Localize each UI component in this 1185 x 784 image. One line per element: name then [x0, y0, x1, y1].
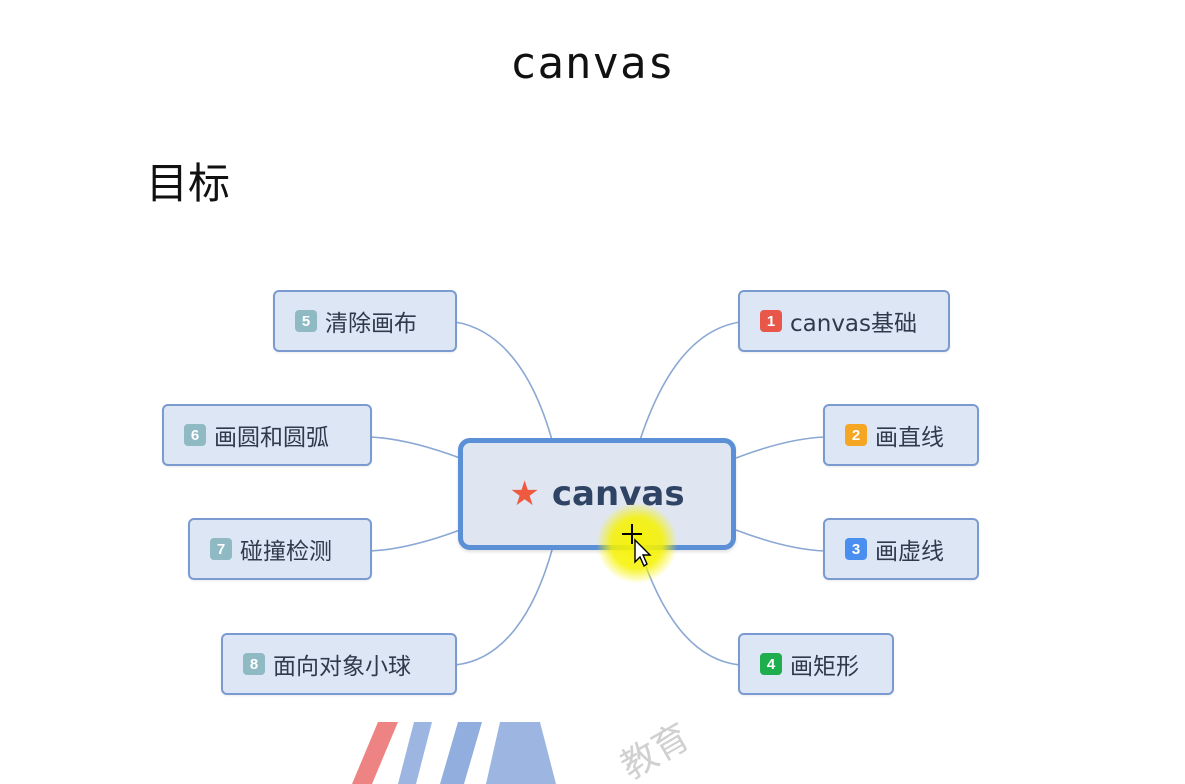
node-label-3: 画虚线 [875, 539, 944, 565]
mindmap-node-4[interactable]: 4 画矩形 [738, 633, 894, 695]
badge-1: 1 [760, 310, 782, 332]
mindmap-node-3[interactable]: 3 画虚线 [823, 518, 979, 580]
badge-2: 2 [845, 424, 867, 446]
mindmap-node-2[interactable]: 2 画直线 [823, 404, 979, 466]
watermark-text: 教育 [614, 716, 697, 784]
mindmap-node-5[interactable]: 5 清除画布 [273, 290, 457, 352]
badge-8: 8 [243, 653, 265, 675]
node-label-7: 碰撞检测 [240, 539, 332, 565]
badge-3: 3 [845, 538, 867, 560]
star-icon: ★ [509, 474, 540, 514]
node-label-4: 画矩形 [790, 654, 859, 680]
badge-6: 6 [184, 424, 206, 446]
mindmap-node-7[interactable]: 7 碰撞检测 [188, 518, 372, 580]
connector-7 [369, 529, 461, 552]
mindmap-node-8[interactable]: 8 面向对象小球 [221, 633, 457, 695]
section-heading: 目标 [146, 159, 231, 208]
mindmap-node-6[interactable]: 6 画圆和圆弧 [162, 404, 372, 466]
connector-3 [735, 529, 826, 552]
mouse-pointer-icon [622, 524, 652, 568]
node-label-5: 清除画布 [325, 311, 417, 337]
badge-5: 5 [295, 310, 317, 332]
connector-8 [454, 549, 553, 666]
node-label-6: 画圆和圆弧 [214, 425, 329, 451]
badge-4: 4 [760, 653, 782, 675]
node-label-2: 画直线 [875, 425, 944, 451]
connector-2 [735, 436, 826, 459]
badge-7: 7 [210, 538, 232, 560]
page-title: canvas [510, 38, 675, 89]
connector-1 [639, 321, 741, 441]
mindmap-node-1[interactable]: 1 canvas基础 [738, 290, 950, 352]
node-label-1: canvas基础 [790, 311, 918, 337]
connector-5 [454, 321, 553, 441]
connector-6 [369, 436, 461, 459]
node-label-8: 面向对象小球 [273, 654, 411, 680]
